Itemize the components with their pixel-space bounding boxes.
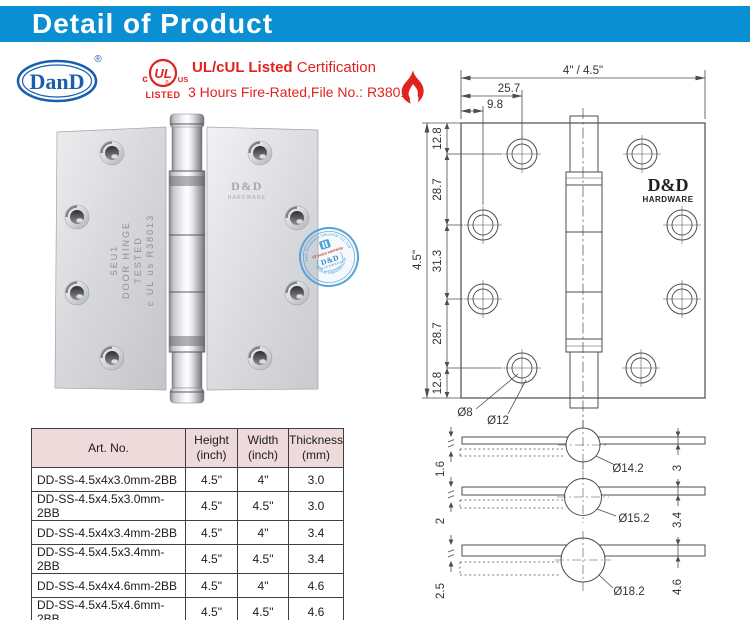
engraving-line2: DOOR HINGE [121,221,131,299]
ul-mark-us: US [178,75,188,84]
engraving-line4: c UL us R38013 [145,214,155,306]
ul-mark-listed: LISTED [145,90,180,100]
col-art-no: Art. No. [31,428,186,468]
spec-table-header-row: Art. No. Height(inch) Width(inch) Thickn… [31,428,345,468]
dim-overall-width: 4" / 4.5" [563,65,603,77]
cell-art-no: DD-SS-4.5x4x3.0mm-2BB [31,467,186,492]
s3-left: 2.5 [435,583,447,599]
cell-thickness: 3.4 [287,520,345,545]
col-thickness: Thickness(mm) [287,428,345,468]
cell-art-no: DD-SS-4.5x4.5x3.0mm-2BB [31,491,186,521]
cell-thickness: 3.0 [287,467,345,492]
dim-left-2: 28.7 [432,178,444,200]
certification-line1: UL/cUL Listed Certification [192,59,376,76]
table-row: DD-SS-4.5x4.5x3.4mm-2BB 4.5" 4.5" 3.4 [31,544,345,574]
brand-logo: DanD ® [16,54,102,103]
ul-mark-r: ® [165,79,169,86]
s1-right: 3 [672,465,684,471]
ul-mark-c: c [142,74,148,85]
header-banner: Detail of Product [0,6,750,42]
hinge-right-leaf [206,126,319,391]
dim-left-1: 12.8 [432,127,444,149]
dimension-lines [422,70,706,415]
brand-logo-text: DanD [29,69,84,94]
spec-table: Art. No. Height(inch) Width(inch) Thickn… [31,428,345,620]
cell-height: 4.5" [185,520,238,545]
cell-width: 4.5" [237,544,289,574]
certification-line2: 3 Hours Fire-Rated,File No.: R38013 [188,84,416,100]
drawing-brand: D&D HARDWARE [642,175,693,204]
drawing-holes [463,134,702,388]
cell-art-no: DD-SS-4.5x4x3.4mm-2BB [31,520,186,545]
s1-dia: Ø14.2 [612,463,643,475]
s2-right: 3.4 [672,511,684,528]
registered-mark: ® [94,54,102,65]
table-row: DD-SS-4.5x4x4.6mm-2BB 4.5" 4" 4.6 [31,573,345,598]
section-labels: 1.6 Ø14.2 3 2 Ø15.2 3.4 2.5 Ø18.2 4.6 [435,461,684,599]
cell-thickness: 3.0 [287,491,345,521]
front-view [460,108,706,470]
col-width: Width(inch) [237,428,289,468]
cell-width: 4" [237,467,289,492]
table-row: DD-SS-4.5x4x3.0mm-2BB 4.5" 4" 3.0 [31,467,345,492]
cell-height: 4.5" [185,467,238,492]
cell-width: 4.5" [237,597,289,620]
table-row: DD-SS-4.5x4.5x3.0mm-2BB 4.5" 4.5" 3.0 [31,491,345,521]
warranty-stamp: D&D Hardware Industrial Co.,Ltd Global M… [297,225,359,287]
engraving-line1: 5EU1 [109,245,119,276]
stamp-logo-icon [319,239,331,250]
brand-engraving: D&D HARDWARE [228,179,267,201]
dim-25-7: 25.7 [498,83,520,95]
stamp-brand-sub: HARDWARE [320,260,343,271]
brand-engraving-hw: HARDWARE [228,195,267,201]
cell-thickness: 4.6 [287,573,345,598]
s3-right: 4.6 [672,579,684,595]
dim-overall-height: 4.5" [412,250,424,270]
table-row: DD-SS-4.5x4.5x4.6mm-2BB 4.5" 4.5" 4.6 [31,597,345,620]
dim-9-8: 9.8 [487,99,503,111]
cell-art-no: DD-SS-4.5x4x4.6mm-2BB [31,573,186,598]
hinge-barrel [168,113,206,404]
ul-mark-ul: UL [154,66,171,81]
s2-dia: Ø15.2 [618,513,649,525]
certification-word: Certification [292,59,376,76]
dim-left-3: 31.3 [432,250,444,272]
ul-engraving: 5EU1 DOOR HINGE TESTED c UL us R38013 [109,214,155,306]
s1-left: 1.6 [435,461,447,477]
s3-dia: Ø18.2 [613,586,644,598]
cell-height: 4.5" [185,544,238,574]
drawing-brand-hw: HARDWARE [642,195,693,204]
cell-width: 4" [237,573,289,598]
page-title: Detail of Product [32,8,274,39]
hinge-left-leaf [54,126,167,391]
dim-left-5: 12.8 [432,372,444,394]
fire-rated-icon [401,70,424,104]
cell-art-no: DD-SS-4.5x4.5x3.4mm-2BB [31,544,186,574]
dia-large-label: Ø12 [487,415,509,427]
dia-small-label: Ø8 [457,407,472,419]
cross-sections [447,420,706,591]
cell-height: 4.5" [185,573,238,598]
cell-width: 4.5" [237,491,289,521]
dim-left-4: 28.7 [432,322,444,344]
engraving-line3: TESTED [133,236,143,284]
brand-engraving-dd: D&D [231,179,263,193]
dimension-labels: 4" / 4.5" 25.7 9.8 12.8 28.7 31.3 28.7 1… [412,65,603,427]
cell-art-no: DD-SS-4.5x4.5x4.6mm-2BB [31,597,186,620]
cell-thickness: 4.6 [287,597,345,620]
certification-listed: UL/cUL Listed [192,59,293,76]
cell-thickness: 3.4 [287,544,345,574]
table-row: DD-SS-4.5x4x3.4mm-2BB 4.5" 4" 3.4 [31,520,345,545]
cell-height: 4.5" [185,491,238,521]
col-height: Height(inch) [185,428,238,468]
drawing-brand-dd: D&D [648,175,689,195]
hinge-photo: 5EU1 DOOR HINGE TESTED c UL us R38013 D&… [54,113,359,404]
cell-height: 4.5" [185,597,238,620]
ul-listed-icon: UL ® c US LISTED [142,58,188,100]
cell-width: 4" [237,520,289,545]
technical-drawing: D&D HARDWARE 4" / 4.5" 25.7 9.8 12.8 28. [412,65,706,599]
s2-left: 2 [435,518,447,524]
